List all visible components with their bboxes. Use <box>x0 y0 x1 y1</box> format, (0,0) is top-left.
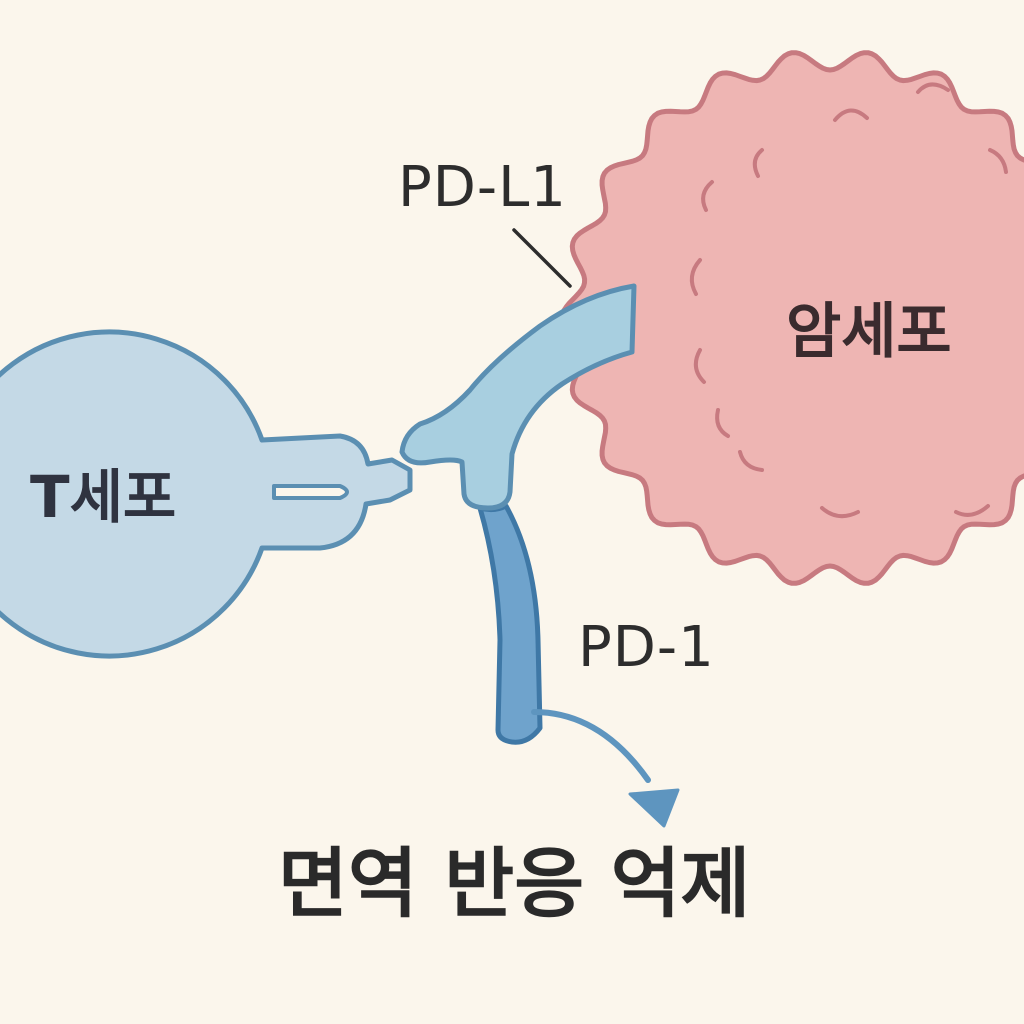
suppression-arrow <box>534 712 648 780</box>
pd-1-label: PD-1 <box>578 620 715 676</box>
suppression-arrowhead <box>630 790 678 826</box>
t-cell-label: T세포 <box>30 468 176 526</box>
immune-suppression-label: 면역 반응 억제 <box>278 846 750 922</box>
pd-l1-pointer-line <box>514 230 570 286</box>
t-cell-receptor-slot <box>274 486 347 498</box>
cancer-cell-label: 암세포 <box>786 302 952 362</box>
pd-l1-label: PD-L1 <box>398 160 567 216</box>
pd-1-receptor <box>480 506 540 742</box>
